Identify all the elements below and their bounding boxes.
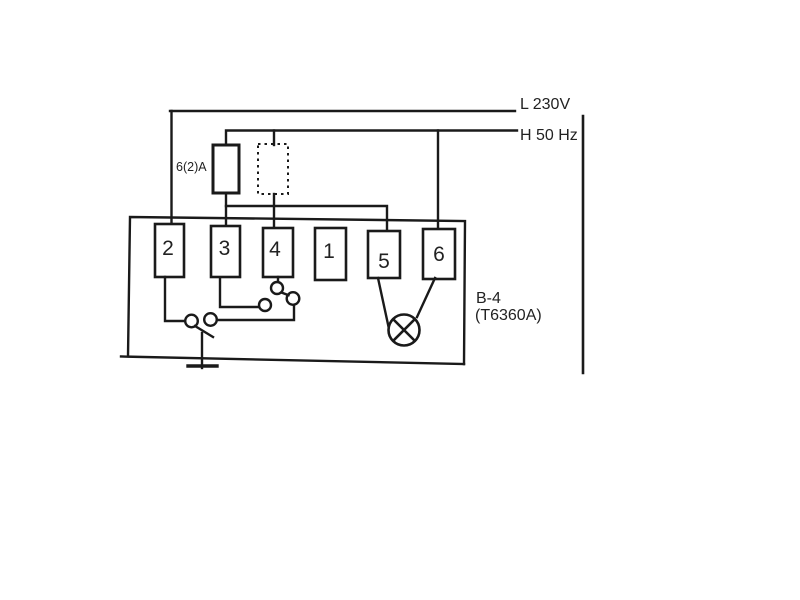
terminal-3-box bbox=[209, 224, 242, 279]
device-box-bottom-edge bbox=[119, 355, 466, 366]
dotted-module-box bbox=[257, 143, 289, 195]
supply-line-h bbox=[224, 129, 519, 148]
wire-contact-b-to-contact-c bbox=[215, 303, 296, 322]
terminal-6-box bbox=[421, 227, 457, 281]
l-voltage-label: L 230V bbox=[520, 96, 570, 113]
terminal-6-label: 6 bbox=[433, 243, 445, 266]
diagram-strokes bbox=[119, 109, 585, 375]
terminal-4-box bbox=[261, 226, 295, 279]
wire-branch-to-terminal-5 bbox=[224, 204, 389, 234]
switch-contact-d bbox=[257, 297, 273, 313]
switch-contact-e bbox=[269, 280, 285, 296]
terminal-4-label: 4 bbox=[269, 238, 281, 261]
lamp-wire-from-terminal-6 bbox=[415, 276, 437, 319]
terminal-5-box bbox=[366, 229, 402, 280]
fuse-body bbox=[211, 143, 241, 195]
terminal-3-label: 3 bbox=[219, 237, 231, 260]
terminal-5-label: 5 bbox=[378, 250, 390, 273]
switch-lever-closed bbox=[279, 290, 291, 297]
wire-terminal-3-to-contact bbox=[218, 276, 260, 309]
terminal-2-box bbox=[153, 222, 186, 279]
terminal-1-label: 1 bbox=[323, 240, 335, 263]
switch-contact-b bbox=[202, 312, 218, 328]
wire-terminal-2-to-contact bbox=[163, 275, 187, 323]
device-model-label: (T6360A) bbox=[475, 307, 542, 324]
device-name-label: B-4 bbox=[476, 290, 501, 307]
terminal-1-box bbox=[313, 226, 348, 282]
h-frequency-label: H 50 Hz bbox=[520, 127, 578, 144]
switch-lever-open bbox=[193, 324, 215, 339]
diagram-labels: L 230V H 50 Hz 6(2)A B-4 (T6360A) 2 3 4 … bbox=[162, 96, 578, 324]
lamp-cross bbox=[391, 317, 417, 343]
terminal-2-label: 2 bbox=[162, 237, 174, 260]
switch-contact-c bbox=[285, 291, 301, 307]
device-box-outline bbox=[126, 215, 467, 366]
lamp-wire-from-terminal-5 bbox=[376, 276, 391, 331]
fuse-rating-label: 6(2)A bbox=[176, 160, 207, 174]
switch-contact-a bbox=[183, 313, 199, 329]
